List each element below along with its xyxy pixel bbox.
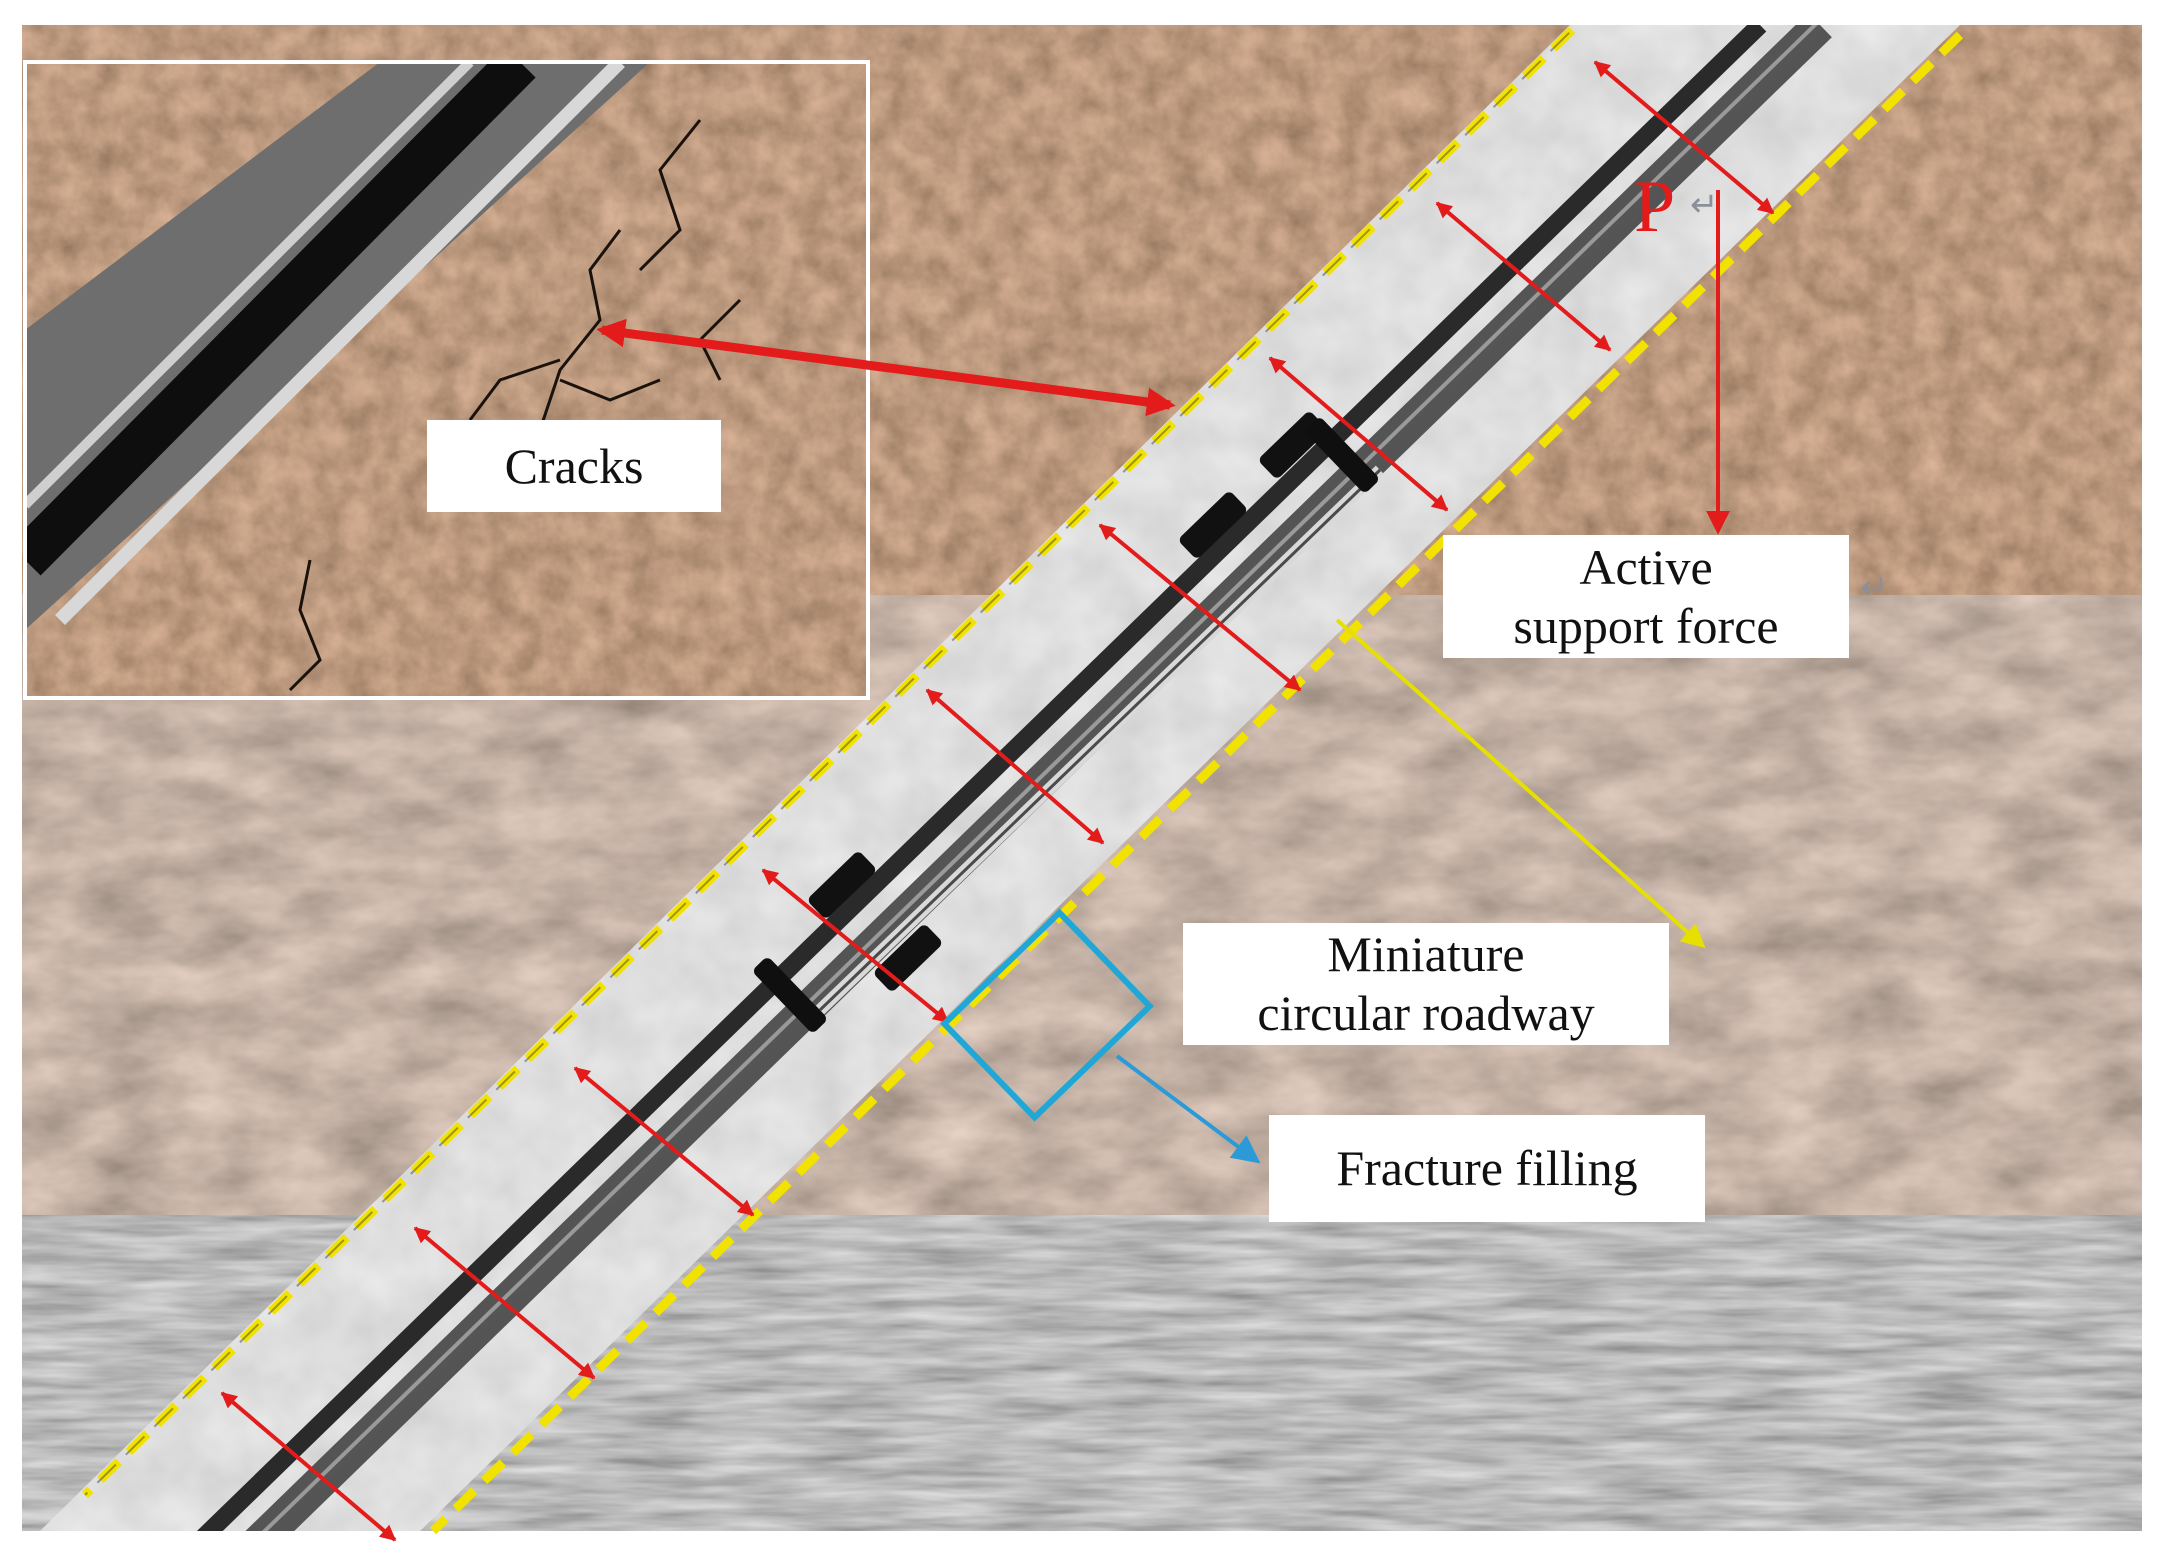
miniature-roadway-line-1: Miniature — [1327, 926, 1525, 982]
fracture-filling-label: Fracture filling — [1269, 1115, 1705, 1222]
double-headed-arrow-icon — [1268, 356, 1449, 512]
return-mark: ↵ — [1690, 185, 1719, 225]
fracture-filling-label-text: Fracture filling — [1336, 1140, 1638, 1196]
cracks-label: Cracks — [427, 420, 721, 512]
force-symbol: P — [1634, 166, 1676, 248]
active-support-force-label: Active support force — [1443, 535, 1849, 658]
cracks-callout-arrow — [596, 318, 1176, 417]
double-headed-arrow-icon — [1098, 523, 1302, 692]
arrow-icon — [1115, 1054, 1261, 1164]
double-headed-arrow-icon — [1593, 60, 1775, 215]
red-double-arrows — [220, 60, 1775, 1542]
return-mark: ↵ — [1860, 568, 1889, 608]
roadway-boundary — [81, 26, 1964, 1535]
fracture-highlight-box — [940, 908, 1154, 1122]
arrow-icon — [1335, 618, 1706, 949]
miniature-roadway-line-2: circular roadway — [1257, 985, 1595, 1041]
double-headed-arrow-icon — [761, 868, 950, 1024]
double-headed-arrow-icon — [925, 688, 1105, 845]
double-headed-arrow-icon — [220, 1391, 397, 1542]
cracks-label-text: Cracks — [504, 437, 644, 494]
miniature-roadway-label: Miniature circular roadway — [1183, 923, 1669, 1045]
double-headed-arrow-icon — [573, 1066, 755, 1217]
active-support-force-line-1: Active — [1579, 538, 1713, 595]
double-headed-arrow-icon — [1435, 201, 1612, 352]
crack-inset — [23, 60, 870, 700]
active-support-force-line-2: support force — [1513, 597, 1779, 654]
double-headed-arrow-icon — [413, 1226, 596, 1380]
